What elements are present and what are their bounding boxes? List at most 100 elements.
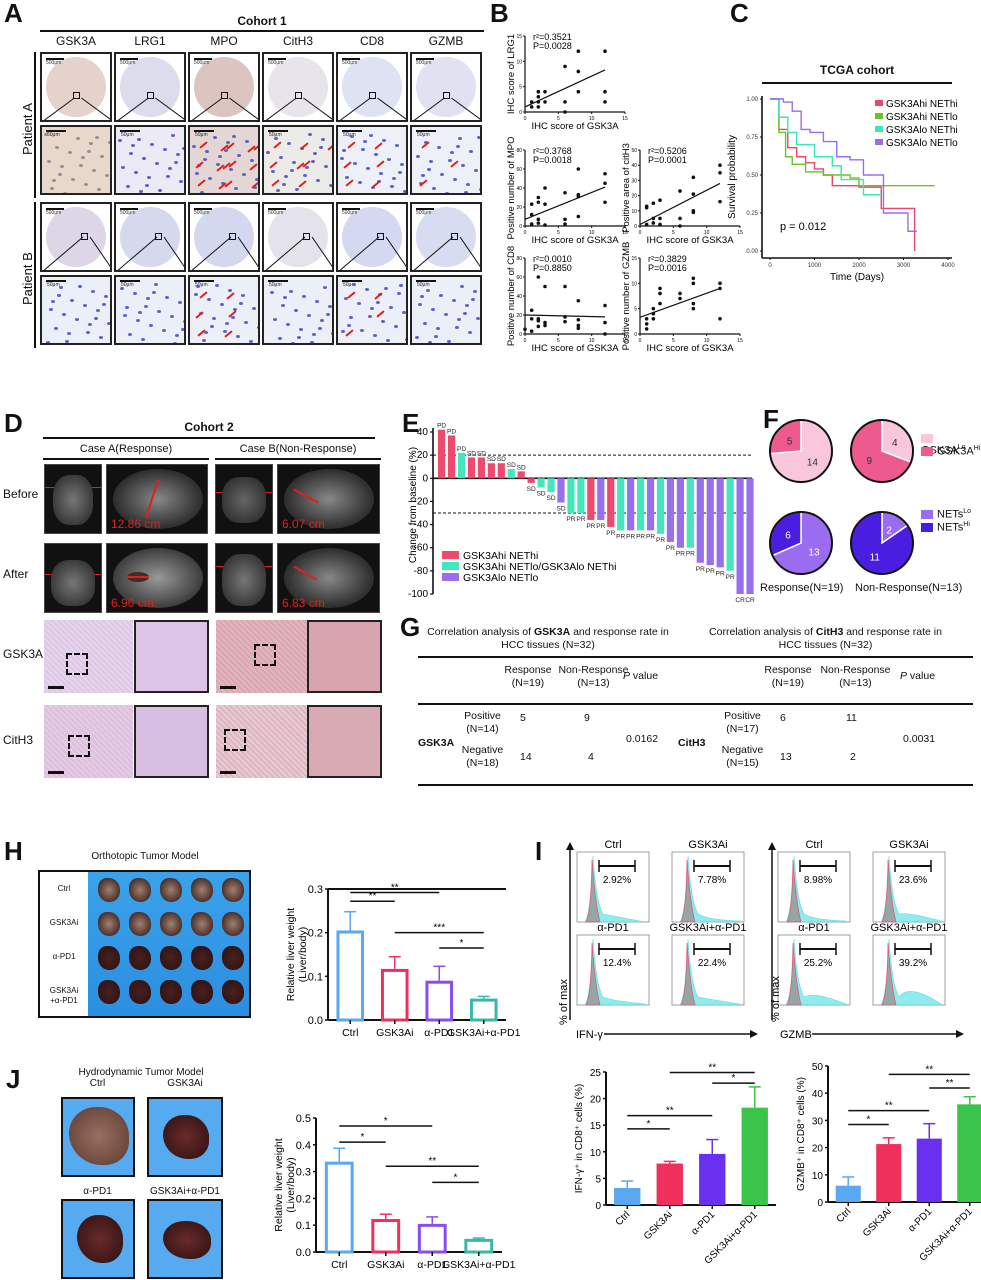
- svg-text:Ctrl: Ctrl: [331, 1259, 347, 1271]
- svg-text:22.4%: 22.4%: [698, 958, 726, 969]
- svg-text:**: **: [885, 1101, 893, 1112]
- waterfall-bar: [617, 478, 625, 531]
- j-label-gsk3ai: GSK3Ai: [167, 1078, 203, 1089]
- cohort2-rule: [43, 437, 375, 439]
- svg-text:12.4%: 12.4%: [603, 958, 631, 969]
- svg-text:0: 0: [639, 230, 642, 236]
- svg-text:SD: SD: [527, 486, 536, 493]
- mri-axial-a-before: 12.86 cm: [106, 464, 208, 534]
- histology-cith3-b-low: [216, 705, 307, 778]
- legend-gsk3a-hi: GSK3AHi: [921, 445, 980, 458]
- bar: [876, 1144, 902, 1202]
- tumor-specimen: [98, 912, 120, 936]
- svg-text:-100: -100: [408, 589, 428, 600]
- histology-gsk3a-b-high: [307, 620, 382, 693]
- svg-text:2000: 2000: [852, 263, 866, 269]
- svg-text:0.2: 0.2: [296, 1193, 311, 1205]
- histology-gsk3a-a-high: [134, 620, 209, 693]
- svg-text:0: 0: [639, 338, 642, 344]
- svg-text:**: **: [369, 891, 377, 902]
- waterfall-bar: [547, 478, 555, 493]
- svg-text:GSK3Ai: GSK3Ai: [376, 1027, 413, 1039]
- panel-label-b: B: [490, 0, 509, 28]
- measurement-a-before: 12.86 cm: [111, 517, 161, 531]
- j-photo-combo: [147, 1199, 223, 1279]
- svg-text:23.6%: 23.6%: [899, 875, 927, 886]
- mri-axial-b-after: 6.83 cm: [277, 543, 380, 613]
- tcga-rule: [762, 82, 952, 84]
- marker-header-cd8: CD8: [359, 34, 384, 48]
- panel-label-i: I: [535, 836, 543, 866]
- svg-text:0.3: 0.3: [296, 1167, 311, 1179]
- tumor-specimen: [160, 946, 182, 970]
- svg-text:PR: PR: [666, 545, 675, 552]
- svg-text:10: 10: [704, 338, 710, 344]
- svg-text:Change from baseline (%): Change from baseline (%): [408, 447, 419, 563]
- svg-text:0: 0: [768, 263, 772, 269]
- svg-text:8.98%: 8.98%: [804, 875, 832, 886]
- tma-core-lrg1: 500μm: [114, 52, 186, 122]
- svg-text:0.25: 0.25: [746, 211, 758, 217]
- tumor-specimen: [98, 878, 120, 902]
- histology-cith3-a-high: [134, 705, 209, 778]
- svg-text:(Liver/body): (Liver/body): [285, 1157, 297, 1212]
- panel-label-j: J: [6, 1064, 21, 1094]
- legend-nets-lo: NETsLo: [921, 508, 971, 521]
- waterfall-bar: [457, 452, 466, 479]
- svg-text:r²=0.3768: r²=0.3768: [533, 146, 572, 156]
- orthotopic-title: Orthotopic Tumor Model: [91, 851, 199, 862]
- patient-row-bracket: [34, 52, 36, 198]
- cohort2-title: Cohort 2: [184, 420, 234, 434]
- waterfall-bar: [567, 478, 575, 513]
- svg-text:0.75: 0.75: [746, 135, 758, 141]
- svg-text:0: 0: [524, 116, 527, 122]
- panel-label-a: A: [4, 0, 23, 28]
- waterfall-bar: [507, 469, 515, 479]
- j-photo-apd1: [61, 1199, 135, 1279]
- svg-text:0.5: 0.5: [296, 1113, 311, 1125]
- svg-text:5: 5: [672, 230, 675, 236]
- svg-text:α-PD1: α-PD1: [424, 1027, 454, 1039]
- svg-text:15: 15: [590, 1121, 602, 1132]
- bar: [371, 1219, 401, 1254]
- svg-text:GSK3Ai+α-PD1: GSK3Ai+α-PD1: [442, 1259, 516, 1271]
- measurement-a-after: 6.96 cm: [111, 596, 154, 610]
- panel-label-d: D: [4, 408, 23, 438]
- svg-text:GSK3Ahi NETlo: GSK3Ahi NETlo: [886, 112, 958, 123]
- svg-text:11: 11: [870, 553, 881, 564]
- svg-text:IHC score of GSK3A: IHC score of GSK3A: [531, 343, 619, 354]
- waterfall-bar: [497, 463, 505, 479]
- bar: [741, 1107, 768, 1205]
- svg-text:PD: PD: [457, 446, 466, 453]
- mri-coronal-b-before: [215, 464, 273, 534]
- tumor-specimen: [191, 878, 213, 902]
- j-photo-ctrl: [61, 1097, 135, 1177]
- svg-text:60: 60: [516, 167, 522, 173]
- svg-text:Ctrl: Ctrl: [342, 1027, 358, 1039]
- svg-text:0.4: 0.4: [296, 1140, 311, 1152]
- waterfall-bar: [696, 478, 704, 563]
- svg-text:5: 5: [557, 338, 560, 344]
- marker-header-cith3: CitH3: [282, 34, 313, 48]
- svg-text:5: 5: [519, 85, 522, 91]
- waterfall-bar: [467, 457, 476, 479]
- svg-text:SD: SD: [556, 506, 565, 513]
- svg-text:14: 14: [807, 457, 819, 468]
- bar: [464, 1238, 494, 1254]
- svg-text:P=0.0001: P=0.0001: [648, 155, 687, 165]
- panel-label-c: C: [730, 0, 749, 28]
- j-label-combo: GSK3Ai+α-PD1: [150, 1186, 220, 1197]
- svg-text:% of max: % of max: [558, 979, 570, 1025]
- svg-text:-40: -40: [414, 520, 429, 531]
- svg-text:5: 5: [634, 307, 637, 313]
- svg-text:80: 80: [516, 148, 522, 154]
- svg-text:SD: SD: [477, 450, 486, 457]
- panel-label-f: F: [763, 404, 779, 434]
- svg-text:IFN-γ⁺ in CD8⁺ cells (%): IFN-γ⁺ in CD8⁺ cells (%): [574, 1084, 585, 1193]
- svg-text:10: 10: [812, 1171, 824, 1182]
- svg-text:13: 13: [808, 547, 820, 558]
- svg-text:10: 10: [516, 59, 522, 65]
